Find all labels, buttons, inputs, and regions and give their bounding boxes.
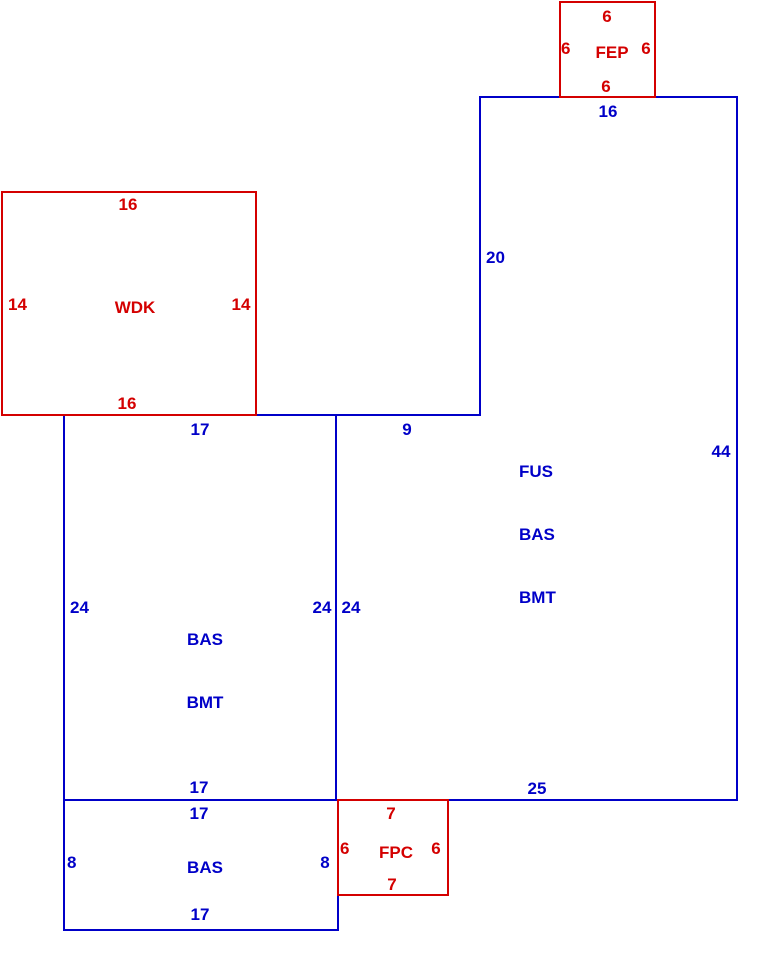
fus-dim-notch: 9 [402, 420, 412, 439]
bas-dim-right: 8 [320, 853, 330, 872]
fus-dim-right: 44 [711, 442, 731, 461]
wdk-dim-right: 14 [231, 295, 251, 314]
fep-outline [559, 1, 656, 98]
fpc-label: FPC [379, 843, 413, 862]
basbmt-dim-right-outer: 24 [341, 598, 361, 617]
fep-label: FEP [595, 43, 629, 62]
bas-label: BAS [187, 858, 223, 877]
wdk-dim-bottom: 16 [117, 394, 137, 413]
fep-dim-left: 6 [561, 39, 571, 58]
fep-dim-bottom: 6 [601, 77, 611, 96]
fus-dim-top: 16 [598, 102, 618, 121]
wdk-label: WDK [114, 298, 156, 317]
wdk-dim-left: 14 [8, 295, 27, 314]
fep-dim-right: 6 [641, 39, 651, 58]
fus-dim-left: 20 [486, 248, 505, 267]
wdk-dim-top: 16 [118, 195, 138, 214]
basbmt-dim-right-inner: 24 [312, 598, 332, 617]
wdk-outline [1, 191, 257, 416]
basbmt-label: BAS BMT [187, 587, 224, 755]
bas-dim-left: 8 [67, 853, 77, 872]
fpc-outline [337, 799, 449, 896]
bas-dim-top: 17 [189, 804, 209, 823]
fpc-dim-right: 6 [431, 839, 441, 858]
fus-label-line3: BMT [519, 588, 556, 607]
fep-dim-top: 6 [602, 7, 612, 26]
fus-dim-bottom: 25 [527, 779, 547, 798]
basbmt-dim-left: 24 [70, 598, 89, 617]
fpc-dim-left: 6 [340, 839, 350, 858]
basbmt-dim-bottom: 17 [189, 778, 209, 797]
fpc-dim-bottom: 7 [387, 875, 397, 894]
basbmt-label-line2: BMT [186, 693, 224, 712]
fus-label-line1: FUS [519, 462, 553, 481]
basbmt-label-line1: BAS [187, 630, 223, 649]
fpc-dim-top: 7 [386, 804, 396, 823]
fus-label-line2: BAS [519, 525, 555, 544]
fus-label: FUS BAS BMT [519, 419, 556, 650]
bas-dim-bottom: 17 [190, 905, 210, 924]
basbmt-dim-top: 17 [190, 420, 210, 439]
